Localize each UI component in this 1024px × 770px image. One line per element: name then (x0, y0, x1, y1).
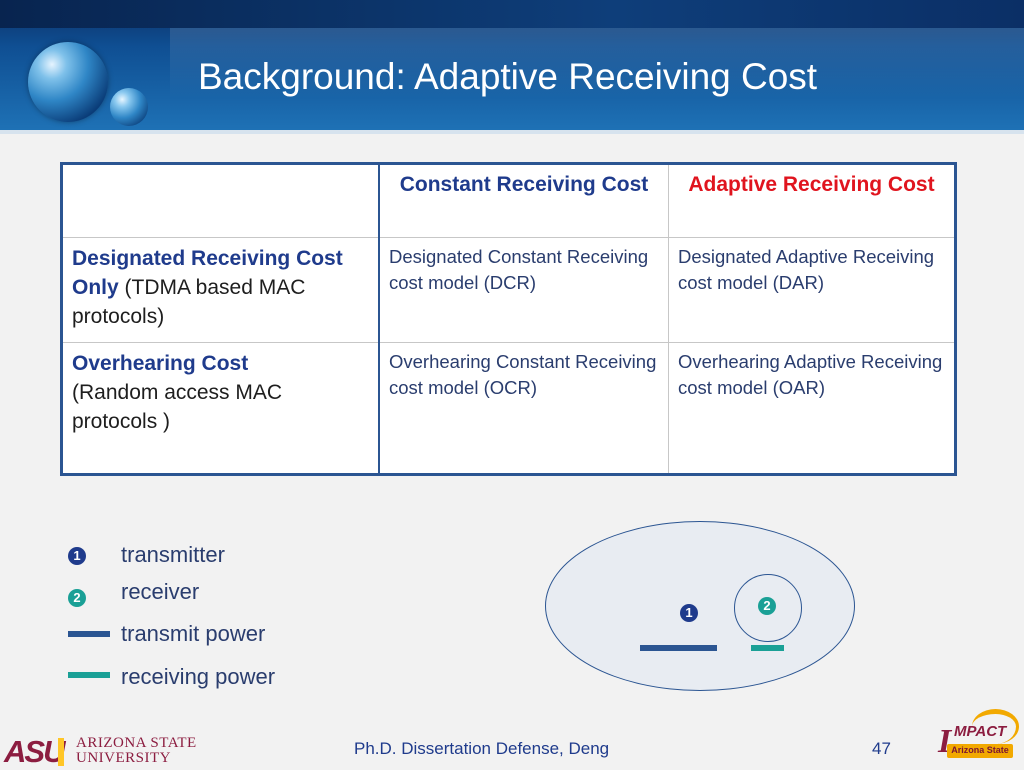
transmit-power-bar (640, 645, 717, 651)
transmit-power-swatch (68, 631, 110, 637)
cell-dcr: Designated Constant Receiving cost model… (378, 237, 669, 343)
cost-model-table: Constant Receiving Cost Adaptive Receivi… (60, 162, 957, 476)
impact-band (947, 744, 1013, 758)
asu-logo-bar (58, 738, 64, 766)
header-constant-receiving-cost: Constant Receiving Cost (378, 163, 669, 238)
receiver-marker-icon: 2 (68, 589, 86, 607)
impact-arc-icon (972, 709, 1019, 744)
row-head-designated: Designated Receiving Cost Only (TDMA bas… (61, 237, 380, 343)
cell-ocr: Overhearing Constant Receiving cost mode… (378, 342, 669, 475)
transmitter-node-icon: 1 (680, 604, 698, 622)
slide-header: Background: Adaptive Receiving Cost (0, 0, 1024, 134)
legend-transmit-power: transmit power (121, 621, 266, 646)
header-stripe (0, 130, 1024, 134)
impact-subtitle: Arizona State (951, 745, 1009, 755)
receiving-power-swatch (68, 672, 110, 678)
page-number: 47 (872, 739, 891, 758)
header-adaptive-receiving-cost: Adaptive Receiving Cost (668, 163, 956, 238)
globe-icon (28, 42, 108, 122)
asu-wordmark-line2: UNIVERSITY (76, 750, 171, 766)
header-shine (170, 28, 1024, 98)
transmission-range-ellipse (545, 521, 855, 691)
impact-wordmark: MPACT (954, 723, 1007, 740)
asu-wordmark-line1: ARIZONA STATE (76, 735, 197, 751)
row-head-bold: Designated Receiving Cost Only (72, 247, 343, 299)
table-corner-cell (61, 163, 380, 238)
slide-title: Background: Adaptive Receiving Cost (198, 56, 818, 97)
footer-center-text: Ph.D. Dissertation Defense, Deng (354, 739, 610, 758)
receiver-node-icon: 2 (758, 597, 776, 615)
impact-logo: I MPACT Arizona State (938, 709, 1019, 761)
header-top-band (0, 0, 1024, 28)
cell-dar: Designated Adaptive Receiving cost model… (668, 237, 956, 343)
row-head-normal: (TDMA based MAC protocols) (72, 276, 306, 328)
table-header-row: Constant Receiving Cost Adaptive Receivi… (61, 163, 956, 238)
table-row: Designated Receiving Cost Only (TDMA bas… (61, 237, 956, 343)
row-head-overhearing: Overhearing Cost (Random access MAC proto… (61, 342, 380, 475)
cell-oar: Overhearing Adaptive Receiving cost mode… (668, 342, 956, 475)
row-head-bold: Overhearing Cost (72, 352, 249, 375)
row-head-normal: (Random access MAC protocols ) (72, 381, 283, 433)
receiving-power-bar (751, 645, 784, 651)
asu-logo: ASU (4, 734, 65, 769)
transmitter-marker-icon: 1 (68, 547, 86, 565)
legend-transmitter: transmitter (121, 542, 225, 567)
small-globe-icon (110, 88, 148, 126)
legend-receiver: receiver (121, 579, 200, 604)
table-row: Overhearing Cost (Random access MAC proto… (61, 342, 956, 475)
legend-receiving-power: receiving power (121, 664, 276, 689)
asu-wordmark: ARIZONA STATE UNIVERSITY (76, 736, 197, 766)
